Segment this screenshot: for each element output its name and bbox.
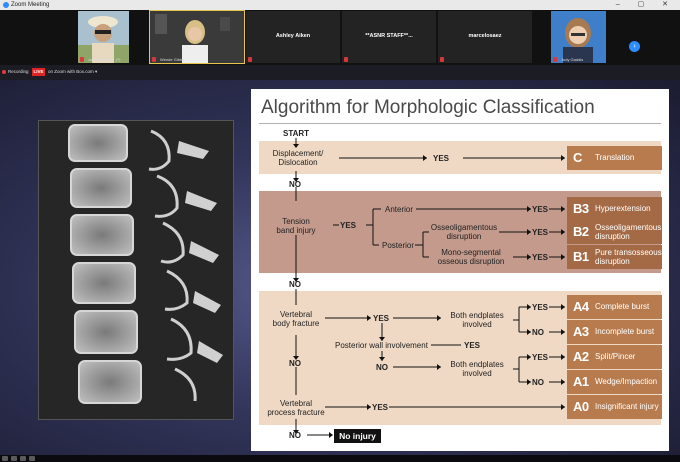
code-a0: A0 Insignificant injury [567,395,662,419]
code-desc: Hyperextension [595,204,651,213]
participant-video [150,11,244,63]
code-c: C Translation [567,146,662,170]
yes-label: YES [372,403,389,412]
live-badge: LIVE [32,68,45,76]
code-a3: A3 Incomplete burst [567,320,662,344]
zoom-app-icon [3,2,9,8]
code-desc: Insignificant injury [595,402,659,411]
code-a4: A4 Complete burst [567,295,662,319]
next-page-icon[interactable]: › [629,41,640,52]
code-b2: B2 Osseoligamentous disruption [567,220,662,244]
code-letter: A3 [573,324,589,339]
participant-tile[interactable]: **ASNR STAFF**... [342,11,436,63]
osseoligamentous-label: Osseoligamentous disruption [430,223,498,241]
participant-tile[interactable]: Ashley Aiken [246,11,340,63]
no-label: NO [289,359,301,368]
participant-name: Ashley Aiken [275,33,311,39]
both-endplates-label: Both endplates involved [450,360,504,378]
video-strip: Joshua [?] Bl... (?) Wende Gibbs Ashley … [0,10,680,65]
mic-muted-icon [80,57,84,62]
no-label: NO [376,363,388,372]
algorithm-slide: Algorithm for Morphologic Classification [251,89,669,451]
window-titlebar: Zoom Meeting ‒ ▢ ✕ [0,0,680,10]
no-label: NO [289,180,301,189]
posterior-wall-label: Posterior wall involvement [335,341,428,350]
participant-tile[interactable]: Judy Gaddis [551,11,606,63]
code-letter: A1 [573,374,589,389]
code-desc: Pure transosseous disruption [595,248,662,266]
no-label: NO [532,378,544,387]
code-desc: Wedge/Impaction [595,377,658,386]
participant-name: marcelosaez [468,33,502,39]
taskbar [0,455,680,462]
code-a2: A2 Split/Pincer [567,345,662,369]
taskbar-app-icon[interactable] [29,456,35,461]
code-letter: B2 [573,224,589,239]
flow-connectors [293,138,565,438]
window-title: Zoom Meeting [11,2,50,8]
code-desc: Translation [595,153,635,162]
yes-label: YES [340,221,357,230]
participant-caption: Wende Gibbs [160,57,185,62]
mono-segmental-label: Mono-segmental osseous disruption [437,248,505,266]
yes-label: YES [532,253,549,262]
code-b1: B1 Pure transosseous disruption [567,245,662,269]
mic-muted-icon [152,57,156,62]
yes-label: YES [532,303,549,312]
start-label: START [283,129,310,138]
tension-label: Tension band injury [276,217,316,235]
yes-label: YES [373,314,390,323]
participant-tile[interactable]: marcelosaez [438,11,532,63]
participant-tile-active[interactable]: Wende Gibbs [149,10,245,64]
both-endplates-label: Both endplates involved [450,311,504,329]
participant-tile[interactable]: Joshua [?] Bl... (?) [78,11,129,63]
code-desc: Split/Pincer [595,352,636,361]
participant-video [78,11,129,63]
code-a1: A1 Wedge/Impaction [567,370,662,394]
code-letter: A4 [573,299,589,314]
participant-name: **ASNR STAFF**... [365,33,413,39]
code-b3: B3 Hyperextension [567,197,662,221]
code-letter: A0 [573,399,589,414]
mic-muted-icon [344,57,348,62]
taskbar-app-icon[interactable] [11,456,17,461]
no-injury-box: No injury [334,429,381,443]
yes-label: YES [532,228,549,237]
window-controls[interactable]: ‒ ▢ ✕ [615,1,676,8]
mic-muted-icon [440,57,444,62]
recording-dot-icon [2,70,6,74]
participant-video [551,11,606,63]
start-icon[interactable] [2,456,8,461]
mic-muted-icon [553,57,557,62]
vertebral-body-label: Vertebral body fracture [272,310,320,328]
displacement-label: Displacement/ Dislocation [272,149,324,167]
participant-caption: Joshua [?] Bl... (?) [88,57,121,62]
participant-caption: Judy Gaddis [561,57,584,62]
no-label: NO [289,431,301,440]
code-letter: B3 [573,201,589,216]
code-desc: Osseoligamentous disruption [595,223,662,241]
ct-image-graphic [39,121,233,419]
vertebral-process-label: Vertebral process fracture [267,399,325,417]
code-desc: Complete burst [595,302,650,311]
yes-label: YES [433,154,450,163]
recording-label: Recording [8,69,29,74]
live-stream-dropdown[interactable]: on Zoom with Box.com ▾ [48,69,98,74]
posterior-label: Posterior [382,241,415,250]
title-divider [259,123,661,124]
no-label: NO [532,328,544,337]
yes-label: YES [532,353,549,362]
code-letter: A2 [573,349,589,364]
code-letter: B1 [573,249,589,264]
slide-title: Algorithm for Morphologic Classification [261,97,595,118]
code-desc: Incomplete burst [595,327,655,336]
anterior-label: Anterior [385,205,414,214]
ct-spine-image [38,120,234,420]
mic-muted-icon [248,57,252,62]
yes-label: YES [532,205,549,214]
no-label: NO [289,280,301,289]
taskbar-app-icon[interactable] [20,456,26,461]
yes-label: YES [464,341,481,350]
code-letter: C [573,150,582,165]
